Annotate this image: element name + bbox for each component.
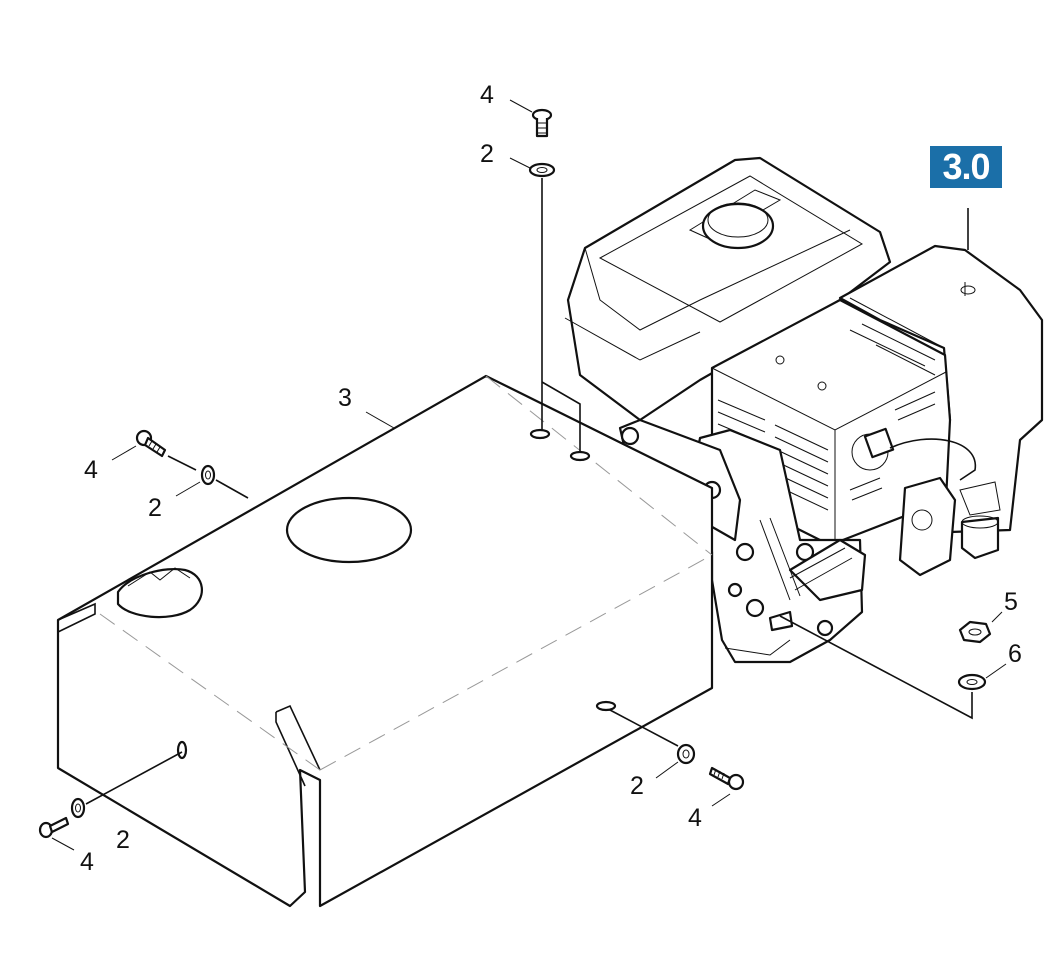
cover-opening-oval — [285, 496, 413, 564]
washer-6 — [957, 673, 987, 691]
callout-4-right: 4 — [688, 804, 702, 832]
callout-4-bottom: 4 — [80, 848, 94, 876]
screw-bottom-left — [38, 816, 70, 839]
callout-labels: 4 2 3 4 2 5 6 2 4 2 4 — [51, 81, 1022, 876]
screw-bottom-right — [708, 766, 745, 791]
washer-left — [200, 464, 216, 486]
washer-bottom-left — [70, 797, 86, 819]
callout-2-left: 2 — [148, 494, 162, 522]
callout-2-right: 2 — [630, 772, 644, 800]
callout-3: 3 — [338, 384, 352, 412]
callout-6: 6 — [1008, 640, 1022, 668]
section-badge: 3.0 — [930, 146, 1002, 188]
washer-bottom-right — [676, 743, 696, 765]
cover-opening-left — [116, 568, 203, 619]
engine-cover — [56, 374, 714, 908]
section-badge-label: 3.0 — [942, 146, 990, 187]
screw-left — [135, 429, 167, 458]
cooling-louvers-top — [849, 323, 936, 501]
washer-top — [528, 162, 556, 178]
nut-5 — [958, 620, 992, 644]
callout-4-top: 4 — [480, 81, 494, 109]
engine-assembly — [564, 156, 1044, 664]
callout-4-left: 4 — [84, 456, 98, 484]
screw-top — [531, 108, 553, 138]
callout-5: 5 — [1004, 588, 1018, 616]
callout-2-bottom: 2 — [116, 826, 130, 854]
callout-2-top: 2 — [480, 140, 494, 168]
